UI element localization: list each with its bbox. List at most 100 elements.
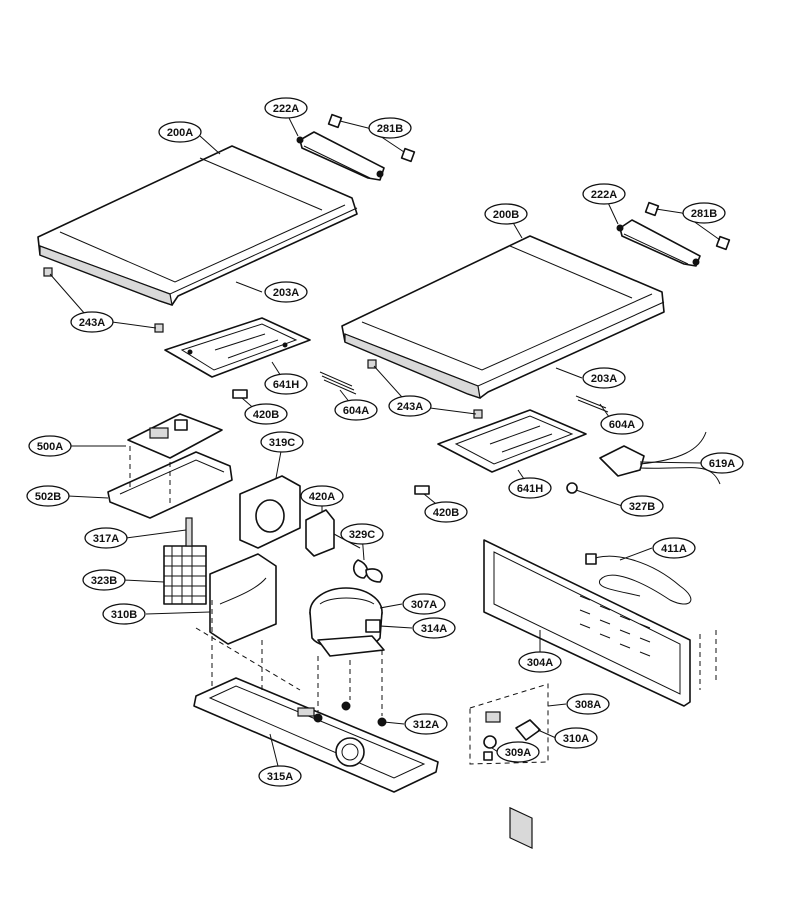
callout-c619a: 619A: [700, 452, 744, 474]
callout-bubble: [566, 693, 610, 715]
callout-bubble: [484, 203, 528, 225]
callout-bubble: [368, 117, 412, 139]
callout-bubble: [508, 477, 552, 499]
callout-label: 200B: [493, 209, 519, 221]
callout-c420b_l: 420B: [244, 403, 288, 425]
callout-c500a: 500A: [28, 435, 72, 457]
callout-label: 309A: [505, 747, 531, 759]
callout-label: 411A: [661, 543, 687, 555]
callout-bubble: [682, 202, 726, 224]
callout-c281b_r: 281B: [682, 202, 726, 224]
callout-label: 420A: [309, 491, 335, 503]
callout-c310a: 310A: [554, 727, 598, 749]
callout-c502b: 502B: [26, 485, 70, 507]
callout-label: 317A: [93, 533, 119, 545]
clip-281b-right: [644, 201, 731, 251]
callout-label: 641H: [517, 483, 543, 495]
callout-c222a_r: 222A: [582, 183, 626, 205]
callout-label: 310B: [111, 609, 137, 621]
callout-label: 641H: [273, 379, 299, 391]
callout-c314a: 314A: [412, 617, 456, 639]
callout-bubble: [600, 413, 644, 435]
plate-310b: [209, 553, 277, 645]
callout-bubble: [620, 495, 664, 517]
callout-bubble: [496, 741, 540, 763]
callout-bubble: [70, 311, 114, 333]
pcb-641h-right: [437, 409, 587, 473]
callout-bubble: [84, 527, 128, 549]
callout-c604a_l: 604A: [334, 399, 378, 421]
callout-bubble: [258, 765, 302, 787]
callout-bubble: [26, 485, 70, 507]
callout-c310b: 310B: [102, 603, 146, 625]
callout-c641h_l: 641H: [264, 373, 308, 395]
callout-bubble: [260, 431, 304, 453]
callout-bubble: [582, 367, 626, 389]
callout-label: 310A: [563, 733, 589, 745]
callout-c315a: 315A: [258, 765, 302, 787]
clip-281b-left: [327, 113, 416, 163]
callout-c243a_r: 243A: [388, 395, 432, 417]
callout-label: 243A: [397, 401, 423, 413]
callout-c323b: 323B: [82, 569, 126, 591]
callout-c309a: 309A: [496, 741, 540, 763]
callout-label: 200A: [167, 127, 193, 139]
bracket-310a: [515, 719, 541, 741]
callout-bubble: [264, 97, 308, 119]
callout-bubble: [402, 593, 446, 615]
mount-bracket: [317, 635, 385, 657]
callout-label: 222A: [273, 103, 299, 115]
callout-label: 203A: [273, 287, 299, 299]
callout-c327b: 327B: [620, 495, 664, 517]
callout-bubble: [582, 183, 626, 205]
callout-c308a: 308A: [566, 693, 610, 715]
callout-bubble: [82, 569, 126, 591]
callout-label: 314A: [421, 623, 447, 635]
callout-bubble: [700, 452, 744, 474]
control-board-500a: [127, 413, 223, 459]
lid-200b: [341, 235, 665, 399]
drier-317a: [185, 517, 193, 547]
callout-label: 243A: [79, 317, 105, 329]
callout-label: 604A: [609, 419, 635, 431]
callout-label: 312A: [413, 719, 439, 731]
callout-label: 420B: [253, 409, 279, 421]
pad-420b-left: [232, 389, 248, 399]
callout-c200a: 200A: [158, 121, 202, 143]
condenser-323b: [163, 545, 207, 605]
callout-bubble: [412, 617, 456, 639]
callout-c420a: 420A: [300, 485, 344, 507]
callout-bubble: [554, 727, 598, 749]
callout-c420b_r: 420B: [424, 501, 468, 523]
callout-bubble: [102, 603, 146, 625]
grommets-312a: [313, 701, 387, 727]
callout-bubble: [28, 435, 72, 457]
motor-420a: [305, 509, 361, 557]
holder-309a: [483, 735, 497, 761]
callout-bubble: [404, 713, 448, 735]
callout-label: 500A: [37, 441, 63, 453]
callout-label: 619A: [709, 458, 735, 470]
callout-label: 329C: [349, 529, 375, 541]
callout-label: 222A: [591, 189, 617, 201]
callout-label: 323B: [91, 575, 117, 587]
bar-222a-right: [616, 219, 701, 267]
pad-420b-right: [414, 485, 430, 495]
callout-c329c: 329C: [340, 523, 384, 545]
callout-label: 420B: [433, 507, 459, 519]
callout-c641h_r: 641H: [508, 477, 552, 499]
screw-327b: [566, 482, 578, 494]
callout-label: 327B: [629, 501, 655, 513]
lid-200a: [37, 145, 358, 306]
fan-329c: [352, 559, 383, 583]
callout-bubble: [424, 501, 468, 523]
callout-c307a: 307A: [402, 593, 446, 615]
callout-c411a: 411A: [652, 537, 696, 559]
spring-604a-right: [575, 395, 609, 413]
base-plate-315a: [193, 677, 439, 793]
callout-bubble: [388, 395, 432, 417]
callout-c243a_l: 243A: [70, 311, 114, 333]
